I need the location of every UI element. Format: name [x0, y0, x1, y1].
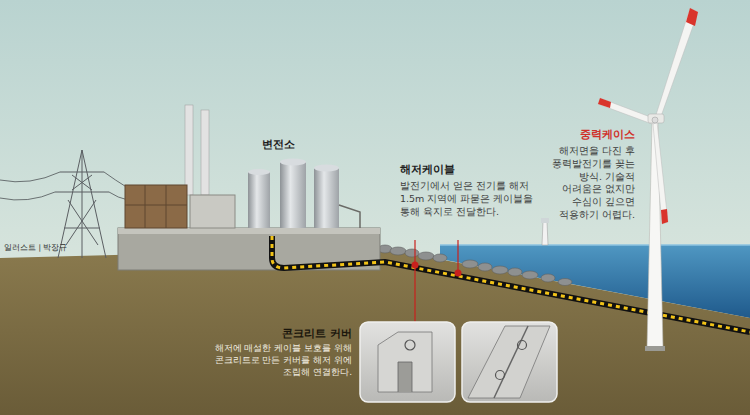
- note: 해저에 매설한 케이블 보호를 위해 콘크리트로 만든 커버를 해저 위에 조립…: [195, 342, 352, 378]
- callout-dot: [412, 262, 419, 269]
- note: 발전기에서 얻은 전기를 해저 1.5m 지역에 파묻은 케이블을 통해 육지로…: [400, 180, 550, 218]
- lighthouse: [541, 218, 549, 245]
- submarine-cable: [272, 236, 750, 332]
- credit: 일러스트 | 박장규: [4, 243, 114, 253]
- leader-lines: [415, 240, 458, 322]
- part-name: 해저케이블: [400, 163, 550, 178]
- note: 해저면을 다진 후 풍력발전기를 꽂는 방식. 기술적 어려움은 없지만 수심이…: [540, 145, 635, 222]
- part-name: 변전소: [262, 138, 332, 153]
- ground: [0, 248, 750, 415]
- substation: [118, 105, 380, 270]
- sea-surface: [440, 244, 750, 246]
- concrete-cover-detail: [360, 322, 557, 402]
- part-name: 콘크리트 커버: [195, 326, 352, 340]
- part-name: 중력케이스: [540, 128, 635, 143]
- pylon: [55, 150, 109, 258]
- power-wires: [0, 172, 128, 200]
- callout-dot: [455, 270, 462, 277]
